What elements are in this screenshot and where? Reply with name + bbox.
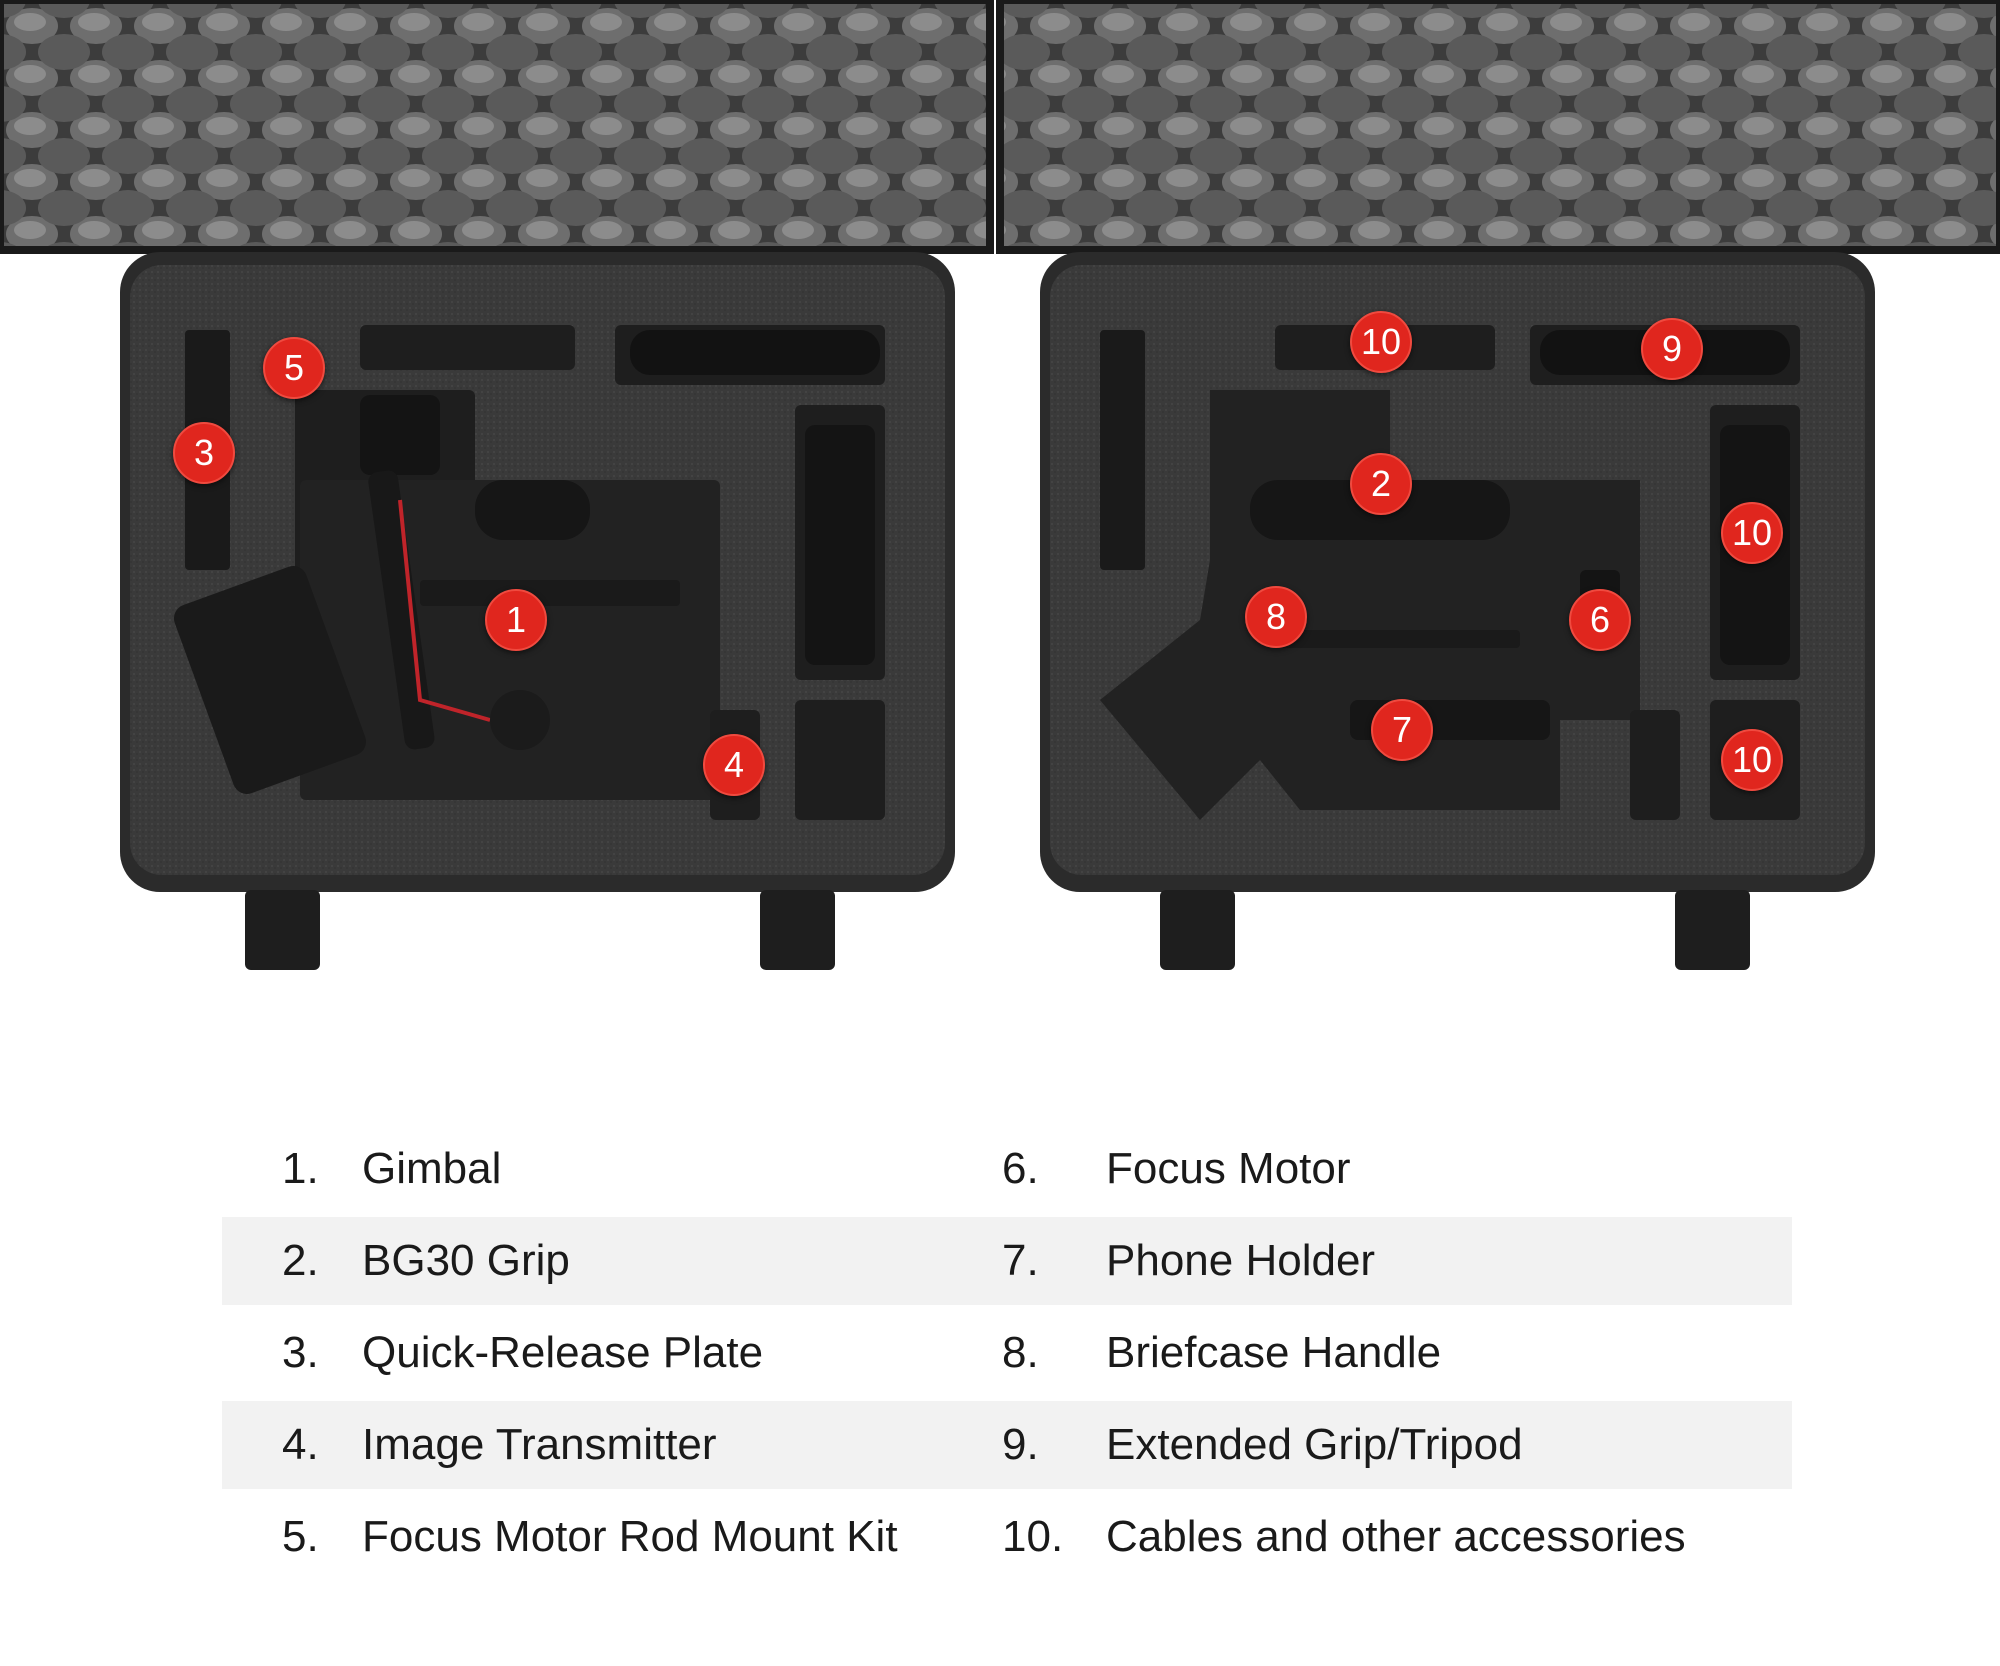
marker-7: 7 <box>1371 699 1433 761</box>
legend-number: 7. <box>1002 1236 1039 1285</box>
legend-row: 3. Quick-Release Plate 8. Briefcase Hand… <box>222 1309 1792 1401</box>
right-case <box>996 0 2000 970</box>
legend-number: 3. <box>282 1328 319 1377</box>
marker-8: 8 <box>1245 586 1307 648</box>
legend-label: Gimbal <box>362 1144 502 1193</box>
legend-label: Focus Motor Rod Mount Kit <box>362 1512 898 1561</box>
marker-10-top: 10 <box>1350 311 1412 373</box>
legend-number: 8. <box>1002 1328 1039 1377</box>
marker-10-cables: 10 <box>1721 502 1783 564</box>
legend-number: 10. <box>1002 1512 1064 1561</box>
marker-10-bottom: 10 <box>1721 729 1783 791</box>
legend-number: 5. <box>282 1512 319 1561</box>
product-photo: 1 3 4 5 2 6 7 8 9 10 10 10 <box>0 0 2000 970</box>
case-illustration <box>0 0 2000 970</box>
legend-number: 2. <box>282 1236 319 1285</box>
legend-number: 1. <box>282 1144 319 1193</box>
legend-label: Phone Holder <box>1106 1236 1376 1285</box>
legend-label: Cables and other accessories <box>1106 1512 1686 1561</box>
legend-number: 4. <box>282 1420 319 1469</box>
marker-4: 4 <box>703 734 765 796</box>
legend-row: 5. Focus Motor Rod Mount Kit 10. Cables … <box>222 1493 1792 1585</box>
legend-label: BG30 Grip <box>362 1236 570 1285</box>
marker-6: 6 <box>1569 589 1631 651</box>
legend-table: 1. Gimbal 6. Focus Motor 2. BG30 Grip 7.… <box>222 1125 1792 1585</box>
legend-row: 4. Image Transmitter 9. Extended Grip/Tr… <box>222 1401 1792 1493</box>
legend-number: 9. <box>1002 1420 1039 1469</box>
legend-row: 1. Gimbal 6. Focus Motor <box>222 1125 1792 1217</box>
marker-1: 1 <box>485 589 547 651</box>
left-case <box>0 0 994 970</box>
legend-label: Image Transmitter <box>362 1420 717 1469</box>
legend-row: 2. BG30 Grip 7. Phone Holder <box>222 1217 1792 1309</box>
legend-label: Focus Motor <box>1106 1144 1351 1193</box>
marker-5: 5 <box>263 337 325 399</box>
marker-2: 2 <box>1350 453 1412 515</box>
marker-3: 3 <box>173 422 235 484</box>
marker-9: 9 <box>1641 318 1703 380</box>
legend-label: Briefcase Handle <box>1106 1328 1442 1377</box>
legend-label: Quick-Release Plate <box>362 1328 764 1377</box>
legend-label: Extended Grip/Tripod <box>1106 1420 1523 1469</box>
legend-number: 6. <box>1002 1144 1039 1193</box>
